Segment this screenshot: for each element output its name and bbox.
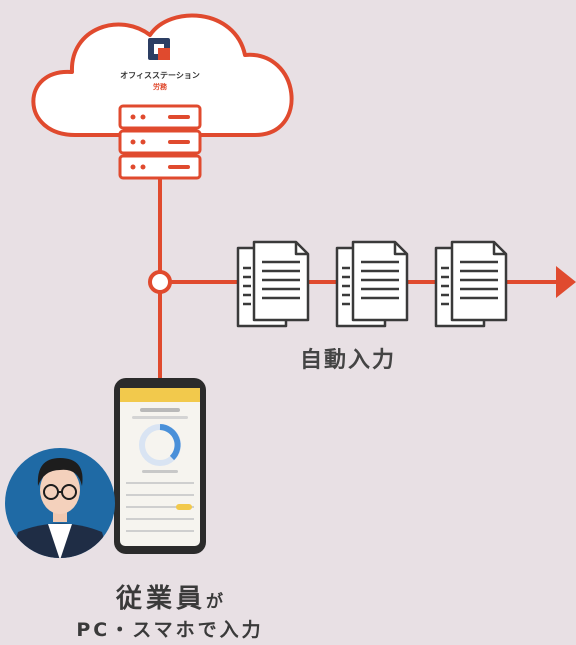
- device-subtitle: PC・スマホで入力: [76, 619, 264, 641]
- office-station-logo: [148, 38, 170, 60]
- employee-title-particle: が: [206, 592, 224, 612]
- document-stack-icon: [335, 240, 409, 328]
- employee-title-main: 従業員: [115, 584, 206, 614]
- person-with-glasses-avatar: [5, 448, 115, 558]
- smartphone-app-icon: [114, 378, 206, 554]
- cloud-icon: [31, 13, 294, 137]
- brand-name: オフィスステーション: [120, 71, 200, 80]
- document-stack-icon: [236, 240, 310, 328]
- arrow-right-icon: [556, 266, 576, 298]
- brand-subtitle: 労務: [153, 83, 167, 91]
- employee-title: 従業員が: [60, 578, 280, 615]
- auto-input-label: 自動入力: [300, 348, 397, 373]
- server-rack-icon: [118, 104, 202, 180]
- document-stack-icon: [434, 240, 508, 328]
- junction-node: [148, 270, 172, 294]
